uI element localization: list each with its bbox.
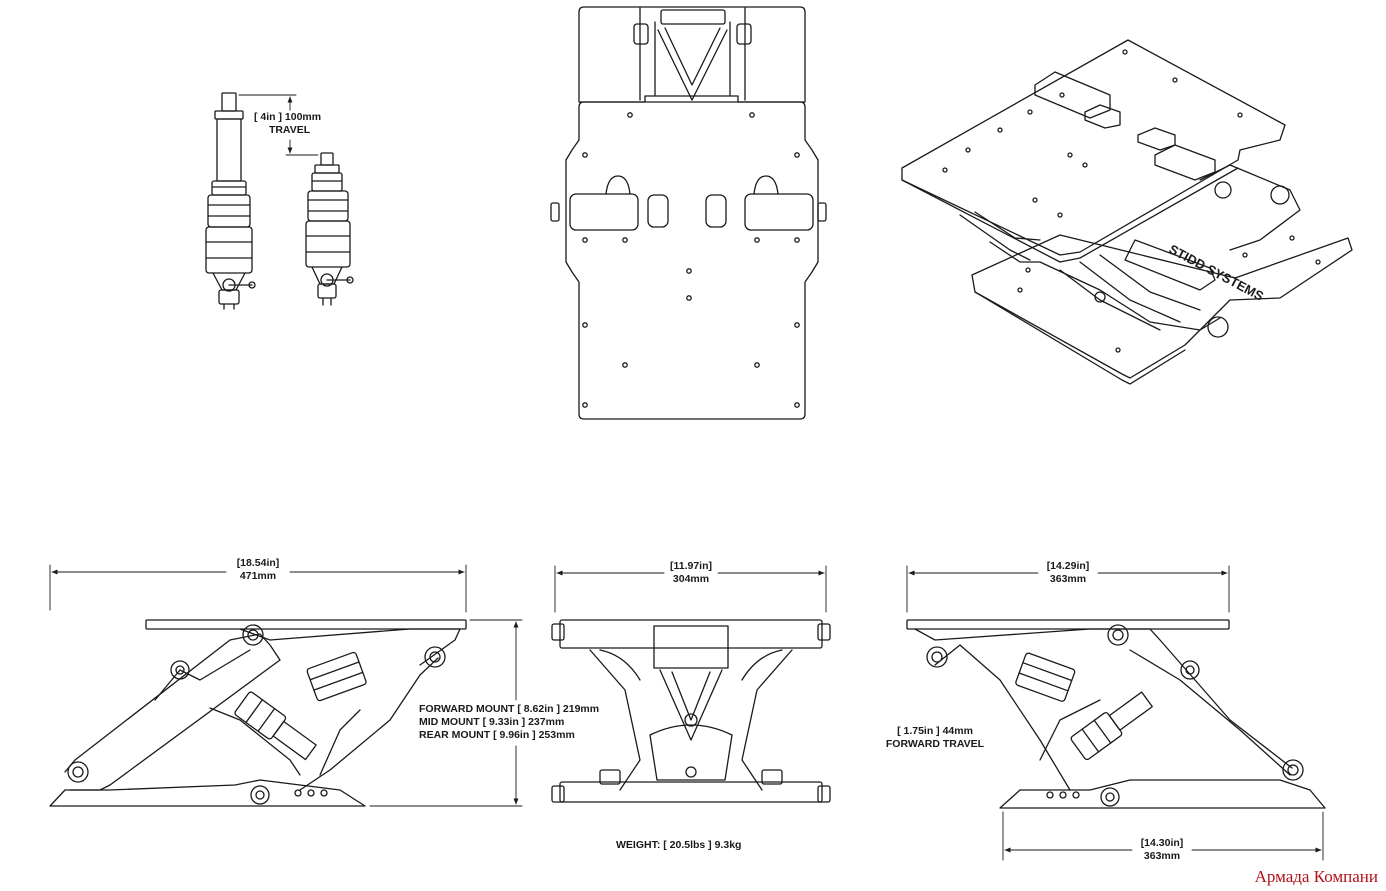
rear-top-width-in: [14.29in] xyxy=(1046,560,1090,572)
side-view-bumper xyxy=(306,651,367,702)
side-view-dimensions xyxy=(49,564,523,807)
side-width-mm: 471mm xyxy=(239,570,277,582)
rear-top-width-dimension: [14.29in] 363mm xyxy=(1038,560,1098,586)
rear-top-width-mm: 363mm xyxy=(1049,573,1087,585)
front-view xyxy=(551,565,831,803)
isometric-view: STIDD SYSTEMS xyxy=(901,39,1353,385)
front-width-dimension: [11.97in] 304mm xyxy=(664,560,718,586)
forward-travel-label: [ 1.75in ] 44mm FORWARD TRAVEL xyxy=(882,725,988,751)
travel-value: [ 4in ] 100mm xyxy=(254,111,322,123)
travel-label: [ 4in ] 100mm TRAVEL xyxy=(254,111,321,137)
side-view xyxy=(49,564,523,807)
travel-caption: TRAVEL xyxy=(268,124,311,136)
iso-bolt-holes xyxy=(942,49,1321,353)
side-width-dimension: [18.54in] 471mm xyxy=(226,557,290,583)
forward-travel-value: [ 1.75in ] 44mm xyxy=(897,725,973,737)
travel-dimension xyxy=(238,94,319,156)
rear-bottom-width-dimension: [14.30in] 363mm xyxy=(1132,837,1192,863)
top-view xyxy=(550,6,827,420)
side-width-in: [18.54in] xyxy=(236,557,280,569)
rear-view xyxy=(906,565,1326,861)
top-view-bolt-holes xyxy=(582,112,800,408)
front-view-dimensions xyxy=(554,565,827,613)
shock-extended xyxy=(205,92,256,310)
forward-travel-caption: FORWARD TRAVEL xyxy=(885,738,985,750)
rear-mount-height: REAR MOUNT [ 9.96in ] 253mm xyxy=(419,729,575,741)
watermark: Армада Компани xyxy=(1254,867,1378,886)
rear-view-bumper xyxy=(1015,652,1076,702)
rear-view-shock xyxy=(1070,691,1153,761)
mid-mount-height: MID MOUNT [ 9.33in ] 237mm xyxy=(419,716,565,728)
rear-bottom-width-mm: 363mm xyxy=(1143,850,1181,862)
shock-compressed xyxy=(305,152,354,306)
shock-absorber-views xyxy=(205,92,354,310)
front-width-in: [11.97in] xyxy=(669,560,713,572)
weight-label: WEIGHT: [ 20.5lbs ] 9.3kg xyxy=(616,839,742,851)
rear-view-dimensions xyxy=(906,565,1324,861)
mount-heights: FORWARD MOUNT [ 8.62in ] 219mm MID MOUNT… xyxy=(419,703,599,742)
forward-mount-height: FORWARD MOUNT [ 8.62in ] 219mm xyxy=(419,703,600,715)
rear-bottom-width-in: [14.30in] xyxy=(1140,837,1184,849)
front-width-mm: 304mm xyxy=(672,573,710,585)
side-view-shock xyxy=(234,691,317,761)
